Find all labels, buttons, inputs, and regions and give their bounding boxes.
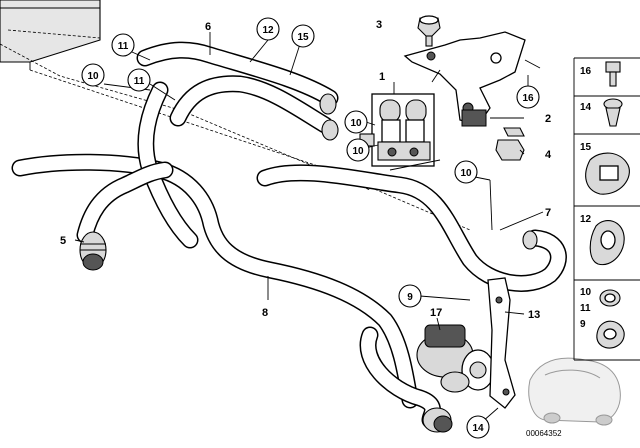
callout-4: 4: [545, 149, 552, 161]
sidebar-label-15: 15: [580, 142, 592, 153]
hose-connector-5: [79, 231, 107, 271]
parts-sidebar: 16 14 15 12 10 11 9: [573, 57, 640, 361]
circled-callout-11a: 11: [111, 33, 135, 57]
hose-clip-ends: [319, 93, 538, 250]
callout-11b-label: 11: [134, 76, 145, 87]
mounting-bracket: [403, 31, 526, 127]
hose-7: [256, 164, 567, 292]
bolt-3: [417, 15, 441, 47]
callout-10d-label: 10: [460, 168, 472, 179]
callout-3: 3: [376, 19, 382, 31]
water-pump: [416, 324, 495, 393]
sidebar-part-14: [603, 98, 623, 127]
callout-16-label: 16: [522, 93, 534, 104]
callout-11a-label: 11: [118, 41, 129, 52]
hose-5: [76, 161, 174, 244]
sidebar-part-10-11: [599, 289, 621, 307]
sidebar-part-15: [585, 152, 630, 195]
sidebar-label-11: 11: [580, 303, 591, 314]
circled-callout-10d: 10: [454, 160, 478, 184]
solenoid-valve-block: [359, 93, 435, 167]
sidebar-label-12: 12: [580, 214, 592, 225]
sidebar-label-14: 14: [580, 102, 592, 113]
sidebar-label-10: 10: [580, 287, 592, 298]
circled-callout-10c: 10: [346, 138, 370, 162]
circled-callout-15: 15: [291, 24, 315, 48]
diagram-id-watermark: 00064352: [526, 429, 562, 438]
callout-10a-label: 10: [87, 71, 99, 82]
callout-15-label: 15: [297, 32, 309, 43]
callout-14-label: 14: [472, 423, 484, 434]
circled-callout-10a: 10: [81, 63, 105, 87]
sidebar-label-9: 9: [580, 319, 586, 330]
callout-10c-label: 10: [352, 146, 364, 157]
circled-callout-17: 17: [430, 307, 442, 319]
circled-callout-10b: 10: [344, 110, 368, 134]
callout-1: 1: [379, 71, 385, 83]
sidebar-part-9: [596, 320, 625, 349]
callout-6: 6: [205, 21, 211, 33]
vehicle-locator-outline: [528, 357, 621, 426]
body-reference-outline: [0, 0, 471, 231]
callout-12-label: 12: [262, 25, 274, 36]
callout-10b-label: 10: [350, 118, 362, 129]
rubber-mount-4: [495, 127, 525, 161]
callout-13: 13: [528, 309, 540, 321]
sidebar-part-16: [605, 61, 621, 87]
circled-callout-12: 12: [256, 17, 280, 41]
circled-callout-16: 16: [516, 85, 540, 109]
circled-callout-11b: 11: [127, 68, 151, 92]
callout-2: 2: [545, 113, 551, 125]
sidebar-part-12: [589, 220, 625, 266]
callout-17-label: 17: [430, 307, 442, 319]
callout-7: 7: [545, 207, 551, 219]
circled-callout-14: 14: [466, 415, 490, 439]
circled-callout-9: 9: [398, 284, 422, 308]
callout-8: 8: [262, 307, 268, 319]
hose-main-left: [11, 153, 419, 409]
pump-bracket-13: [487, 277, 516, 409]
hose-6: [136, 41, 339, 107]
sidebar-label-16: 16: [580, 66, 592, 77]
hose-connector-lower: [422, 407, 453, 433]
callout-9-label: 9: [407, 292, 413, 303]
hose-6b: [169, 75, 334, 134]
callout-5: 5: [60, 235, 66, 247]
